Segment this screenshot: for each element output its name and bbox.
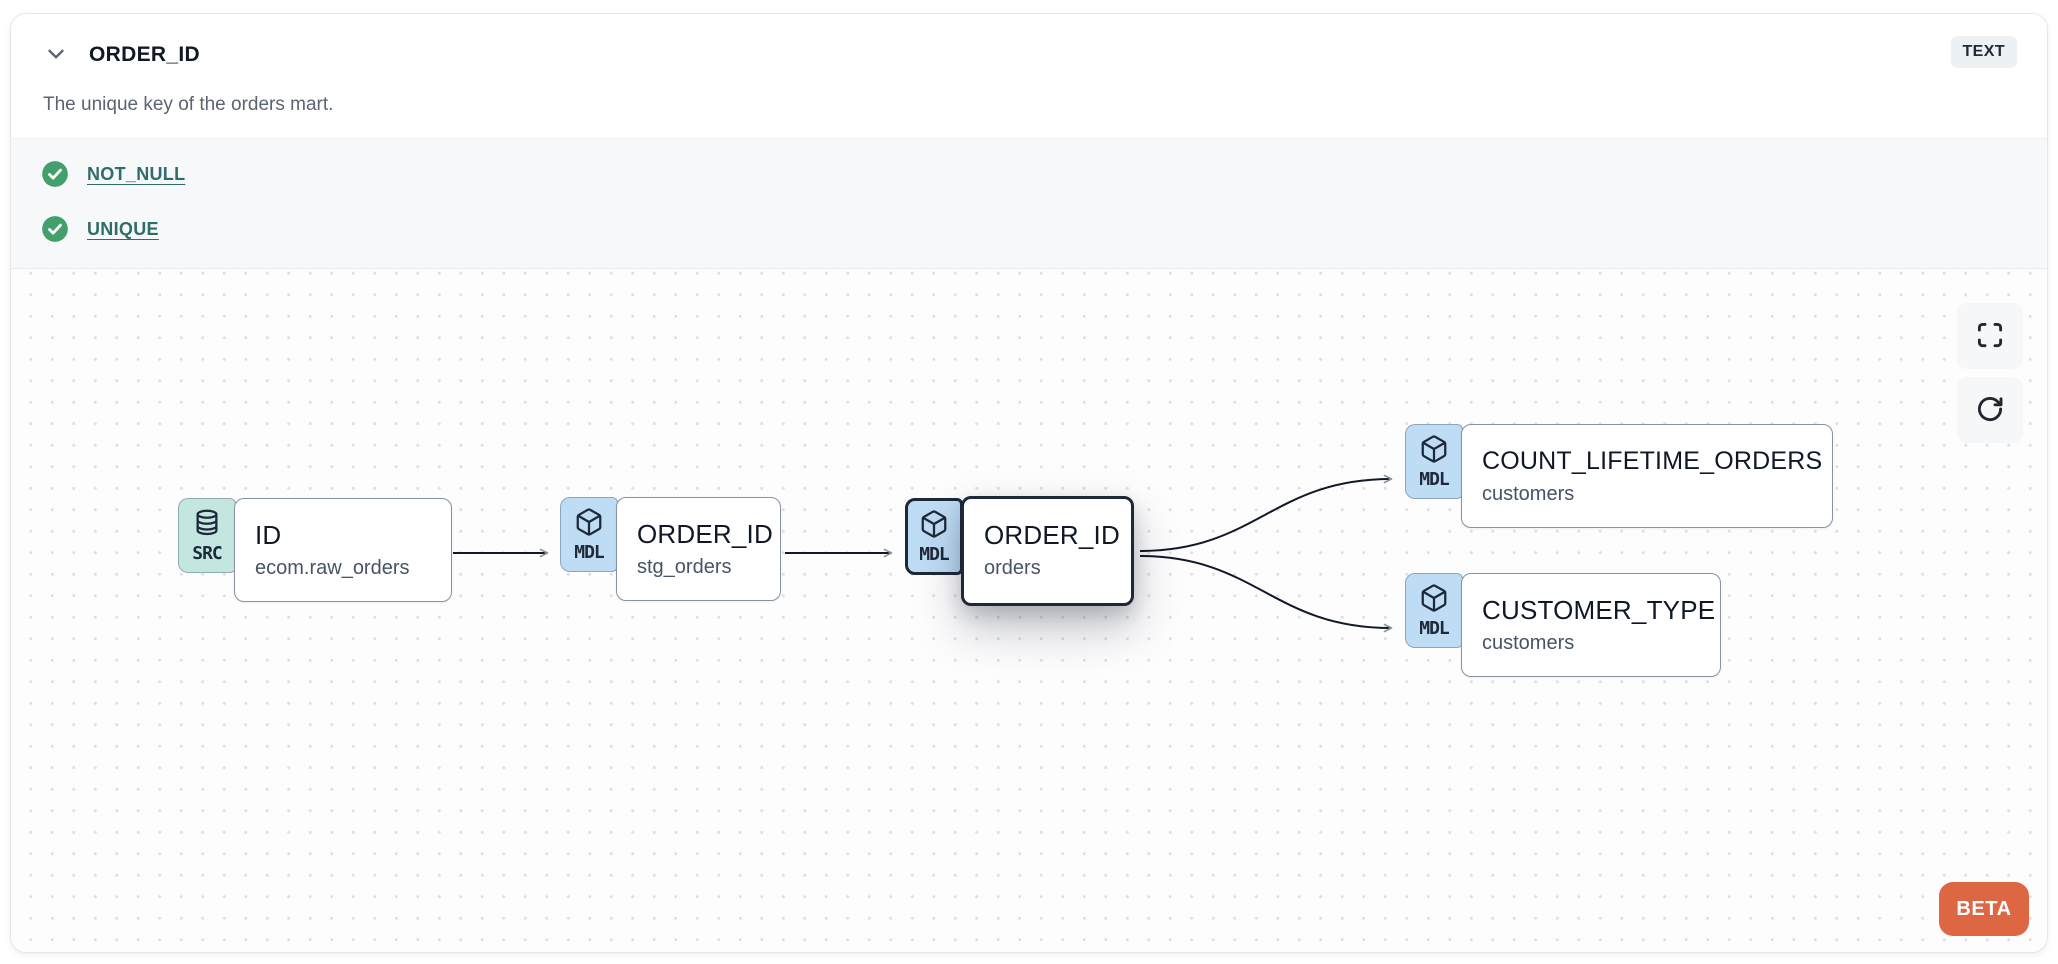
node-card: ORDER_ID orders [961,496,1134,606]
database-icon [192,508,222,543]
node-kind-label: MDL [574,541,604,563]
column-type-badge: TEXT [1950,36,2017,68]
beta-badge: BETA [1939,882,2029,936]
node-title: COUNT_LIFETIME_ORDERS [1482,447,1823,475]
node-subtitle: customers [1482,483,1575,505]
check-row-not-null: NOT_NULL [41,160,2017,188]
node-kind-label: SRC [192,542,222,564]
lineage-node-customer-type[interactable]: MDL CUSTOMER_TYPE customers [1405,573,1721,677]
cube-icon [919,509,949,544]
lineage-canvas[interactable]: SRC ID ecom.raw_orders MDL ORDER_ID [11,269,2047,952]
node-card: ORDER_ID stg_orders [616,497,781,601]
refresh-icon [1975,394,2005,427]
column-details-card: ORDER_ID TEXT The unique key of the orde… [10,13,2048,953]
lineage-node-stg-orders[interactable]: MDL ORDER_ID stg_orders [560,497,781,601]
node-card: CUSTOMER_TYPE customers [1461,573,1721,677]
page-title: ORDER_ID [89,43,200,66]
lineage-node-count-lifetime-orders[interactable]: MDL COUNT_LIFETIME_ORDERS customers [1405,424,1833,528]
node-subtitle: ecom.raw_orders [255,557,410,579]
header: ORDER_ID TEXT The unique key of the orde… [11,14,2047,138]
canvas-controls [1957,303,2023,443]
node-title: ORDER_ID [984,520,1120,550]
column-description: The unique key of the orders mart. [43,94,334,115]
node-kind-label: MDL [919,543,949,565]
edge-orders-to-count [1139,474,1393,552]
node-card: ID ecom.raw_orders [234,498,452,602]
node-title: ID [255,520,282,550]
node-kind-badge: MDL [1405,424,1463,499]
check-passed-icon [41,215,69,243]
fullscreen-icon [1975,320,2005,353]
check-link-not-null[interactable]: NOT_NULL [87,163,186,184]
cube-icon [1419,583,1449,618]
collapse-button[interactable] [41,40,71,70]
lineage-node-raw-orders[interactable]: SRC ID ecom.raw_orders [178,498,452,602]
node-subtitle: orders [984,557,1041,579]
lineage-edges [453,474,1393,633]
fullscreen-button[interactable] [1957,303,2023,369]
reset-view-button[interactable] [1957,377,2023,443]
node-subtitle: customers [1482,632,1575,654]
node-subtitle: stg_orders [637,556,732,578]
node-kind-badge: MDL [905,498,963,575]
node-kind-label: MDL [1419,468,1449,490]
node-title: ORDER_ID [637,519,773,549]
chevron-down-icon [43,41,69,70]
cube-icon [1419,434,1449,469]
node-kind-badge: SRC [178,498,236,573]
edge-orders-to-customer-type [1139,555,1393,633]
node-kind-badge: MDL [1405,573,1463,648]
node-kind-label: MDL [1419,617,1449,639]
check-row-unique: UNIQUE [41,215,2017,243]
node-kind-badge: MDL [560,497,618,572]
checks-section: NOT_NULL UNIQUE [11,138,2047,269]
node-card: COUNT_LIFETIME_ORDERS customers [1461,424,1833,528]
node-title: CUSTOMER_TYPE [1482,595,1716,625]
check-passed-icon [41,160,69,188]
check-link-unique[interactable]: UNIQUE [87,218,159,239]
cube-icon [574,507,604,542]
lineage-node-orders-selected[interactable]: MDL ORDER_ID orders [905,496,1134,606]
